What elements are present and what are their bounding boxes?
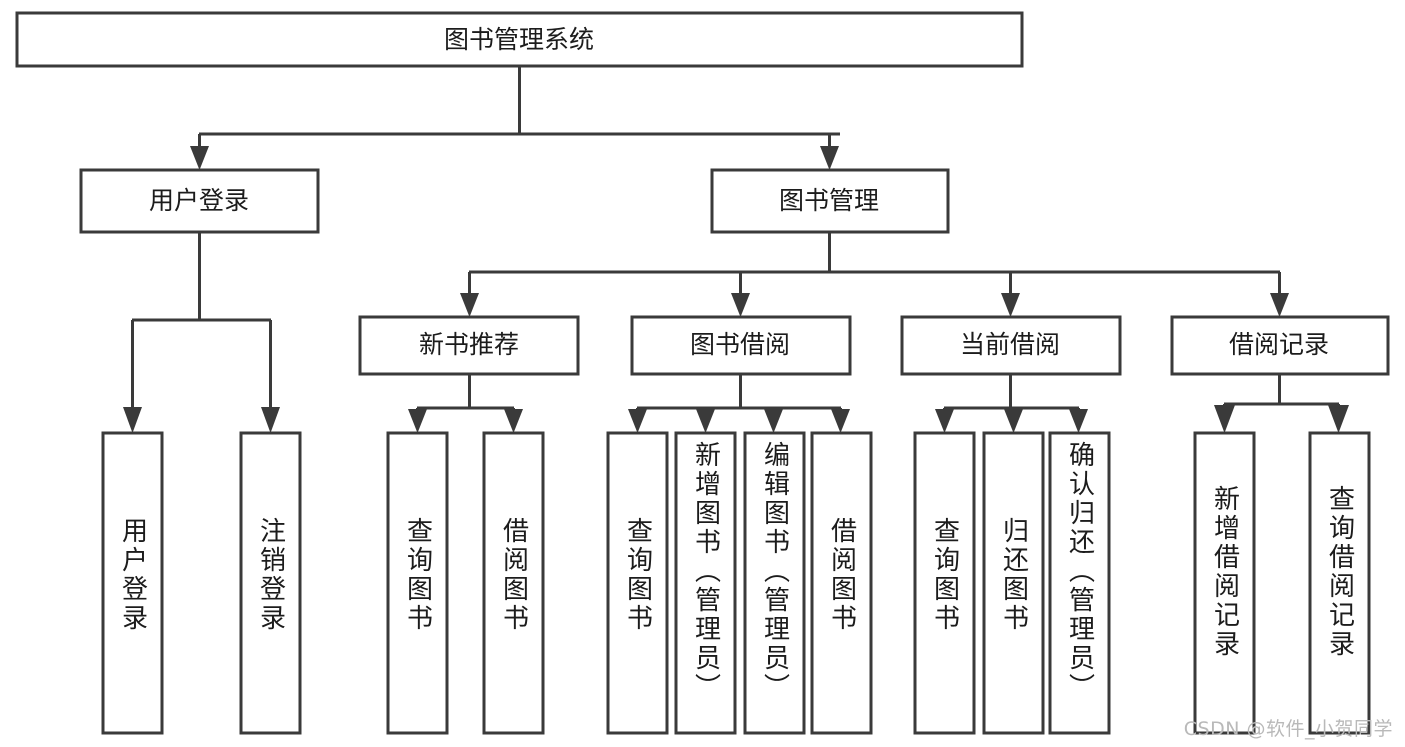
leaf-box-record-0[interactable] xyxy=(1193,431,1256,735)
node-new-book-recommend[interactable] xyxy=(358,315,580,376)
leaf-box-recommend-1[interactable] xyxy=(482,431,545,735)
node-borrow-record[interactable] xyxy=(1170,315,1390,376)
leaf-box-current-1[interactable] xyxy=(982,431,1045,735)
label-borrow-record: 借阅记录 xyxy=(1229,330,1329,359)
label-root: 图书管理系统 xyxy=(444,25,594,54)
leaf-box-borrow-1[interactable] xyxy=(674,431,737,735)
connector-books-to-level3 xyxy=(460,232,1289,317)
connector-current-to-leaves xyxy=(935,374,1088,433)
csdn-watermark: CSDN @软件_小贺同学 xyxy=(1183,718,1393,740)
node-user-login[interactable] xyxy=(79,168,320,234)
label-new-book-recommend: 新书推荐 xyxy=(419,330,519,359)
label-book-borrow: 图书借阅 xyxy=(690,330,790,359)
leaf-box-recommend-0[interactable] xyxy=(386,431,449,735)
leaf-box-current-0[interactable] xyxy=(913,431,976,735)
connector-recommend-to-leaves xyxy=(408,374,523,433)
leaf-box-current-2[interactable] xyxy=(1048,431,1111,735)
leaf-box-record-1[interactable] xyxy=(1308,431,1371,735)
connector-userlogin-to-leaves xyxy=(123,232,280,433)
leaf-box-borrow-3[interactable] xyxy=(810,431,873,735)
label-book-management: 图书管理 xyxy=(779,186,879,215)
leaf-box-user-login-1[interactable] xyxy=(239,431,302,735)
connector-borrow-to-leaves xyxy=(628,374,850,433)
node-book-management[interactable] xyxy=(710,168,950,234)
label-user-login: 用户登录 xyxy=(149,186,249,215)
label-current-borrow: 当前借阅 xyxy=(960,330,1060,359)
connector-root-to-level2 xyxy=(190,66,840,170)
leaf-box-user-login-0[interactable] xyxy=(101,431,164,735)
node-root[interactable] xyxy=(15,11,1024,68)
leaf-box-borrow-0[interactable] xyxy=(606,431,669,735)
connector-record-to-leaves xyxy=(1214,374,1349,433)
node-current-borrow[interactable] xyxy=(900,315,1122,376)
node-book-borrow[interactable] xyxy=(630,315,852,376)
leaf-box-borrow-2[interactable] xyxy=(743,431,806,735)
